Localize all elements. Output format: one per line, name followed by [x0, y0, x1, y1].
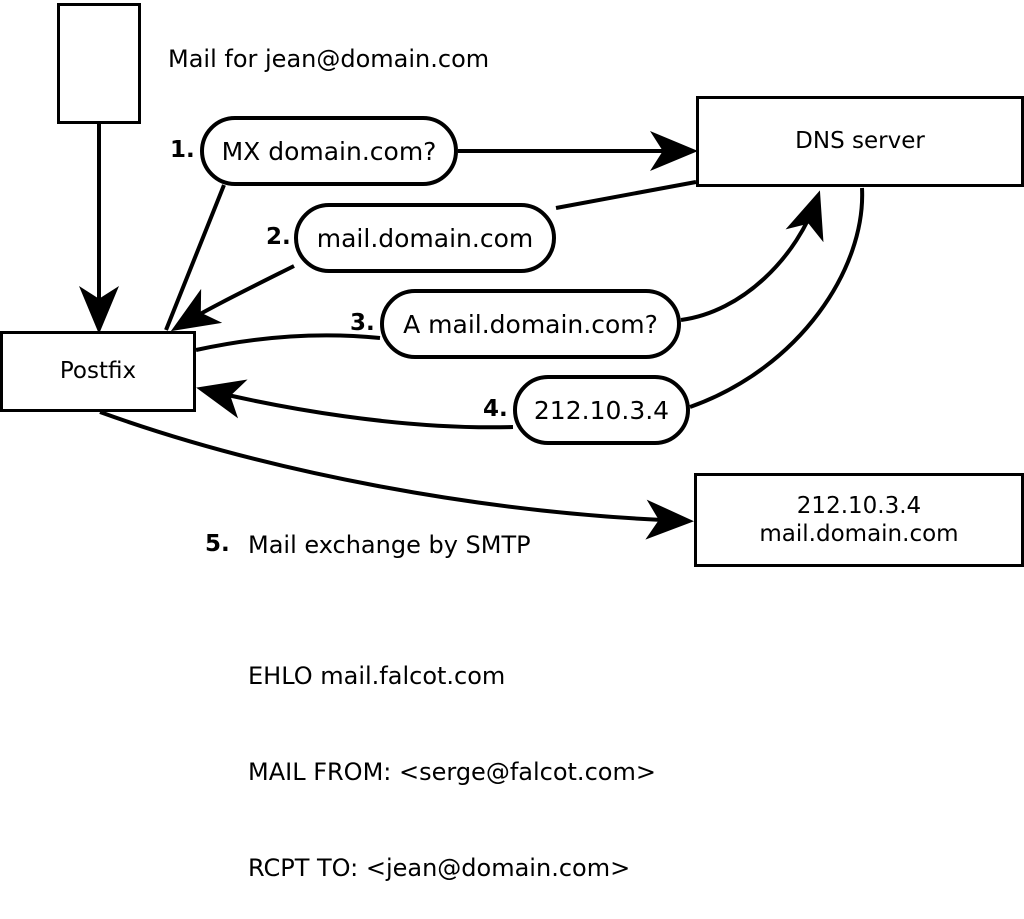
- connector-postfix-to-step1: [164, 184, 226, 331]
- mail-host-name: mail.domain.com: [759, 521, 959, 547]
- connector-postfix-to-step3: [195, 333, 381, 352]
- step-1-bubble: MX domain.com?: [200, 116, 458, 186]
- connector-dns-to-step2: [555, 180, 697, 210]
- dns-server-label: DNS server: [795, 128, 925, 155]
- step-5-number: 5.: [205, 531, 230, 557]
- postfix-label: Postfix: [59, 358, 137, 385]
- mail-source-box: [57, 3, 141, 124]
- step-2-number: 2.: [266, 224, 291, 250]
- step-1-number: 1.: [170, 137, 195, 163]
- transcript-line: RCPT TO: <jean@domain.com>: [248, 854, 631, 882]
- connector-step2-to-postfix: [170, 264, 295, 332]
- mail-host-ip: 212.10.3.4: [796, 492, 922, 519]
- step-3-number: 3.: [350, 310, 375, 336]
- connector-step4-to-postfix: [196, 379, 514, 430]
- step-2-bubble: mail.domain.com: [294, 203, 556, 273]
- connector-dns-to-step4: [689, 187, 865, 409]
- transcript-line: EHLO mail.falcot.com: [248, 662, 506, 690]
- smtp-transcript: EHLO mail.falcot.com MAIL FROM: <serge@f…: [248, 596, 656, 919]
- postfix-box: Postfix: [0, 331, 196, 412]
- dns-server-box: DNS server: [696, 96, 1024, 187]
- step-3-bubble: A mail.domain.com?: [380, 289, 681, 359]
- transcript-line: MAIL FROM: <serge@falcot.com>: [248, 758, 656, 786]
- mail-for-label: Mail for jean@domain.com: [168, 45, 490, 73]
- step-4-bubble: 212.10.3.4: [513, 375, 690, 445]
- mail-host-box: 212.10.3.4 mail.domain.com: [694, 473, 1024, 567]
- step-5-label: Mail exchange by SMTP: [248, 531, 531, 559]
- step-4-number: 4.: [483, 396, 508, 422]
- connector-step3-to-dns: [680, 190, 824, 322]
